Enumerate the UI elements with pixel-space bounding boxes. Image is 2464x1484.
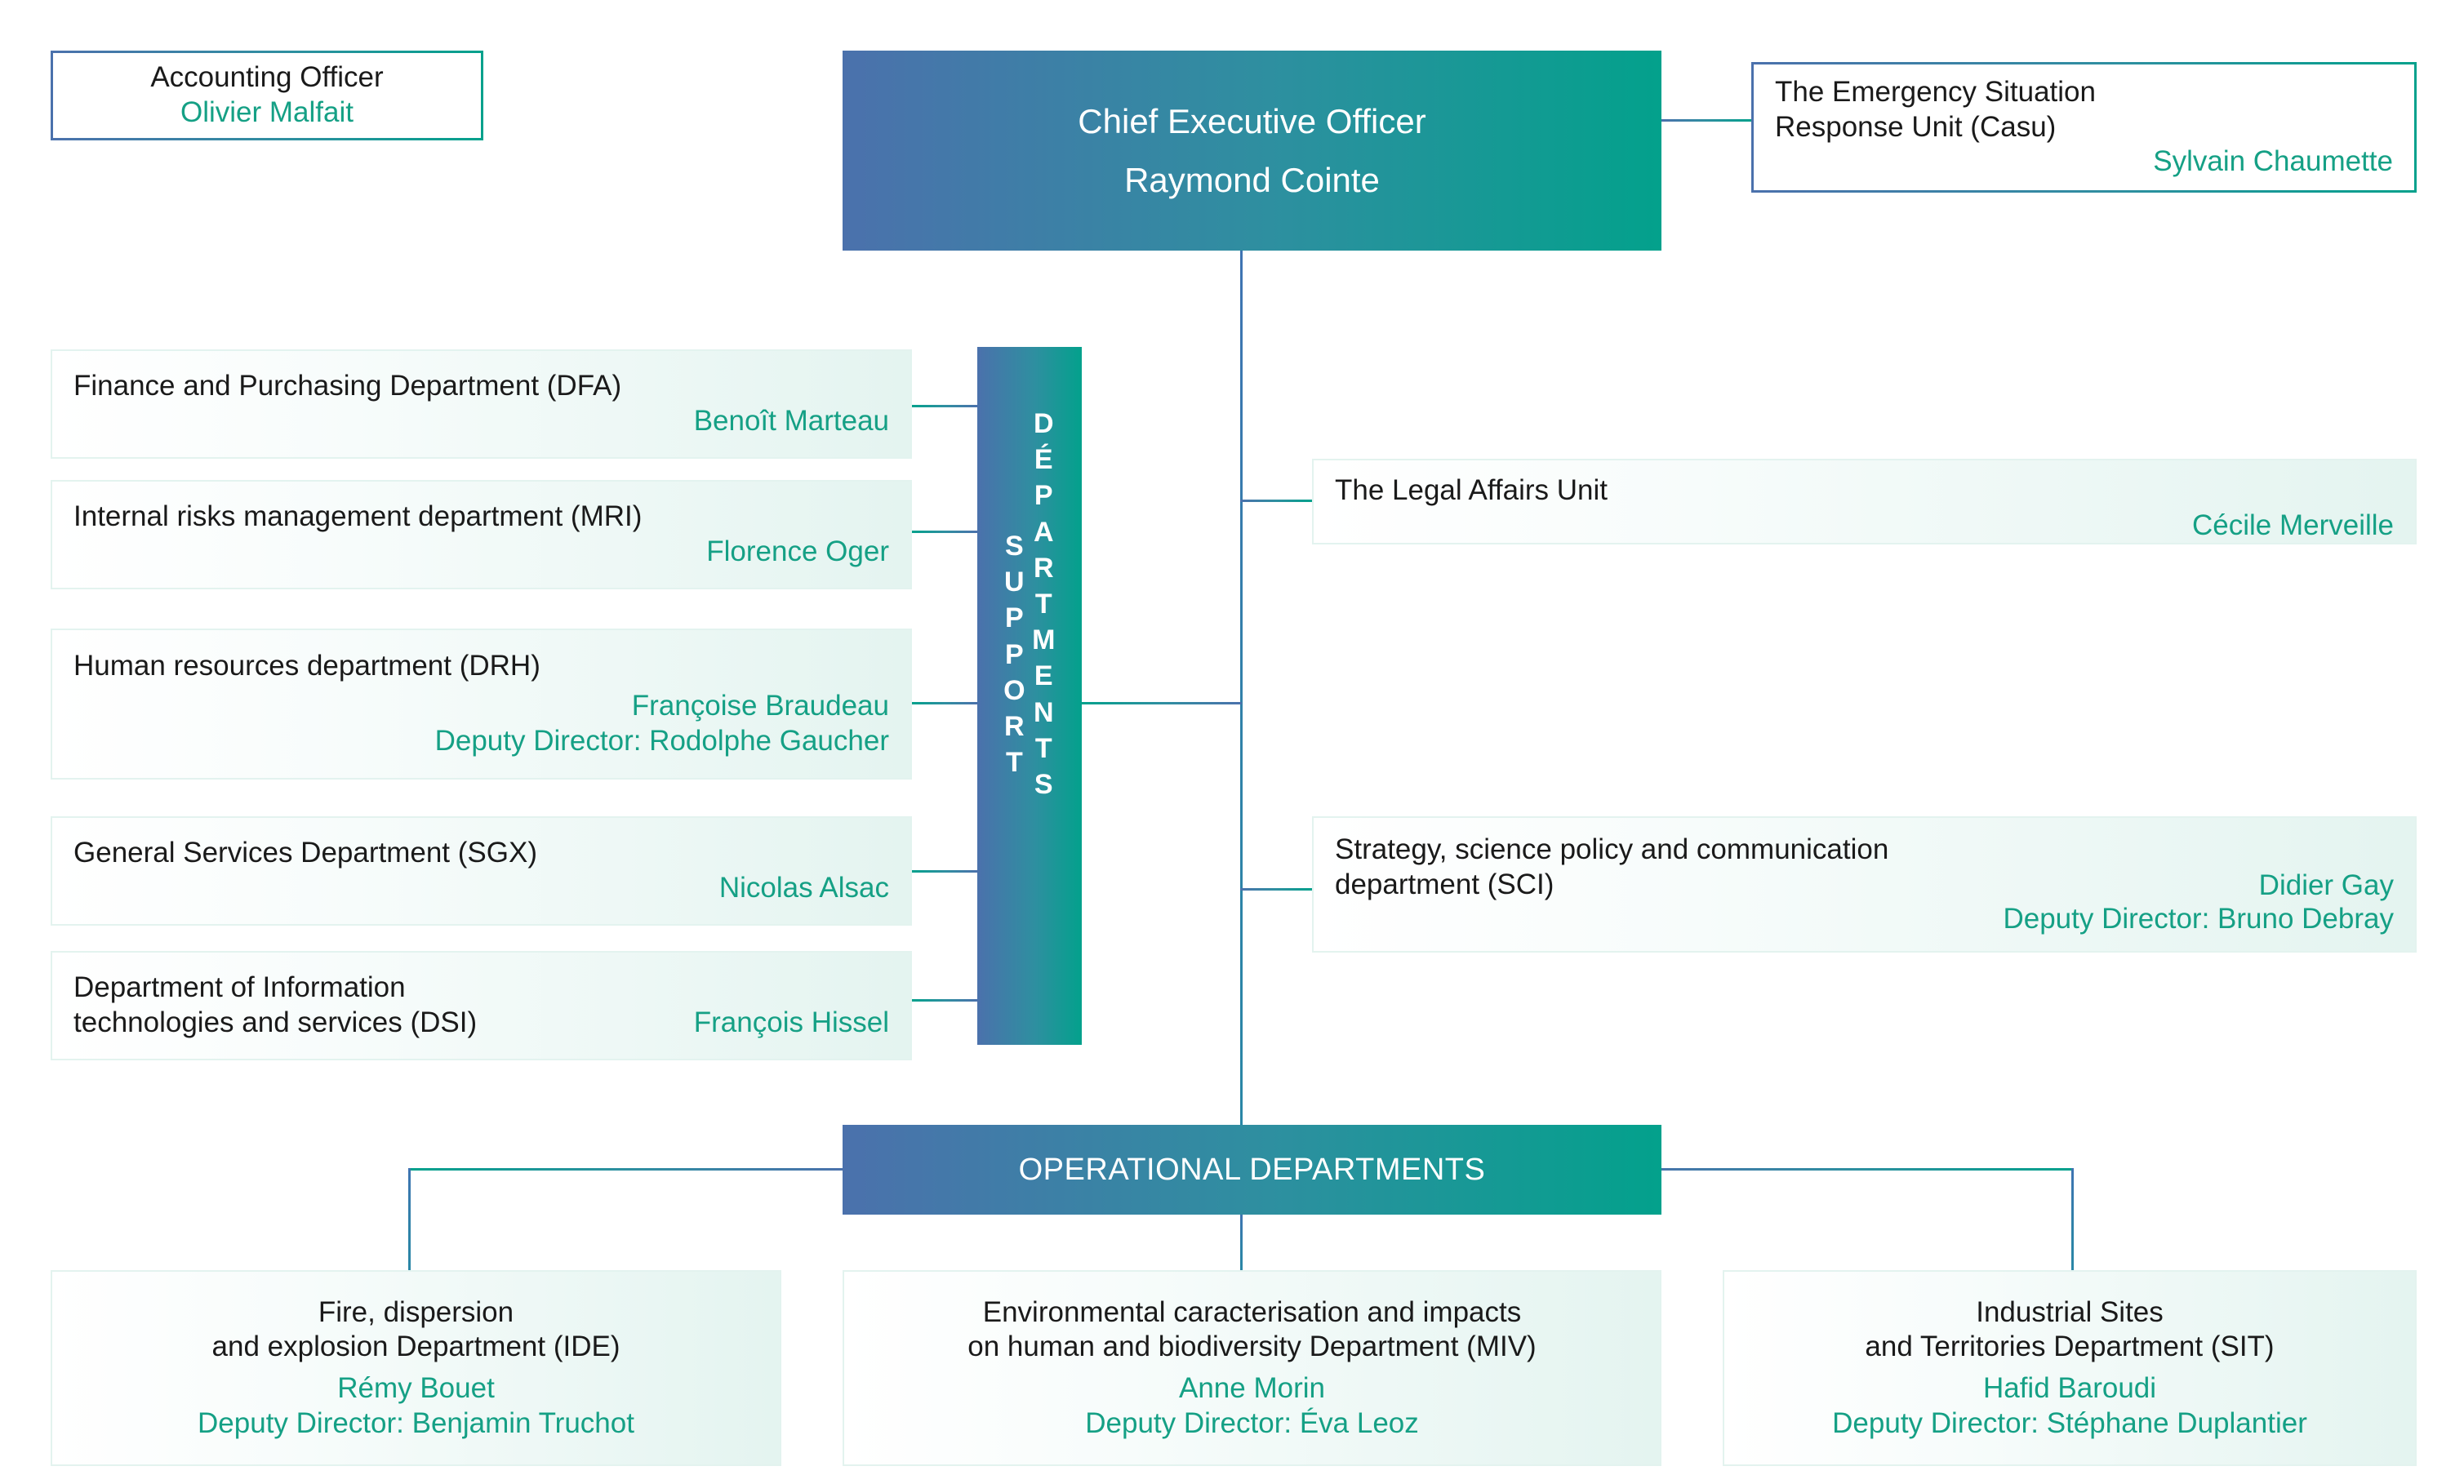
connector-banner-left-drop <box>408 1168 411 1270</box>
dept-drh-deputy: Deputy Director: Rodolphe Gaucher <box>434 724 889 757</box>
dept-dsi-title-line2: technologies and services (DSI) <box>73 1006 478 1038</box>
connector-bar-dsi <box>912 999 977 1002</box>
connector-bar-sgx <box>912 870 977 873</box>
op-dept-ide-deputy: Deputy Director: Benjamin Truchot <box>198 1406 634 1439</box>
dept-dfa-person: Benoît Marteau <box>693 405 889 437</box>
op-dept-sit-person: Hafid Baroudi <box>1982 1372 2157 1404</box>
accounting-officer-title: Accounting Officer <box>150 61 384 94</box>
connector-trunk-legal <box>1240 500 1312 502</box>
dept-sci-title-line1: Strategy, science policy and communicati… <box>1335 833 1889 865</box>
dept-sgx-person: Nicolas Alsac <box>718 872 889 904</box>
dept-box-sgx[interactable]: General Services Department (SGX) Nicola… <box>51 816 912 926</box>
connector-ceo-casu <box>1661 119 1751 122</box>
dept-dsi-person: François Hissel <box>693 1006 889 1038</box>
op-dept-ide-title-line2: and explosion Department (IDE) <box>211 1331 620 1363</box>
op-dept-ide-title-line1: Fire, dispersion <box>318 1295 514 1328</box>
dept-dsi-title-line1: Department of Information <box>73 971 406 1003</box>
dept-sci-person: Didier Gay <box>2258 869 2394 901</box>
dept-legal-person: Cécile Merveille <box>2191 509 2394 541</box>
dept-dfa-title: Finance and Purchasing Department (DFA) <box>73 370 622 402</box>
ceo-title: Chief Executive Officer <box>1078 101 1426 140</box>
connector-bar-mri <box>912 531 977 533</box>
connector-bar-dfa <box>912 405 977 407</box>
dept-legal-title: The Legal Affairs Unit <box>1335 474 1608 506</box>
dept-sci-deputy: Deputy Director: Bruno Debray <box>2003 903 2394 935</box>
op-dept-sit-title-line2: and Territories Department (SIT) <box>1865 1331 2275 1363</box>
connector-banner-center-drop <box>1240 1214 1243 1270</box>
operational-banner-label: OPERATIONAL DEPARTMENTS <box>1018 1152 1486 1187</box>
connector-banner-left <box>408 1168 847 1171</box>
op-dept-miv-title-line1: Environmental caracterisation and impact… <box>982 1295 1522 1328</box>
ceo-person: Raymond Cointe <box>1124 160 1380 199</box>
ceo-box[interactable]: Chief Executive Officer Raymond Cointe <box>843 51 1661 251</box>
op-dept-ide-person: Rémy Bouet <box>337 1372 495 1404</box>
casu-person: Sylvain Chaumette <box>2153 145 2393 178</box>
op-dept-miv-person: Anne Morin <box>1179 1372 1325 1404</box>
op-dept-box-miv[interactable]: Environmental caracterisation and impact… <box>843 1270 1661 1466</box>
op-dept-box-sit[interactable]: Industrial Sites and Territories Departm… <box>1723 1270 2417 1466</box>
casu-title-line2: Response Unit (Casu) <box>1775 110 2057 143</box>
dept-sgx-title: General Services Department (SGX) <box>73 837 537 869</box>
connector-banner-right <box>1635 1168 2074 1171</box>
casu-box[interactable]: The Emergency Situation Response Unit (C… <box>1751 62 2417 193</box>
accounting-officer-box[interactable]: Accounting Officer Olivier Malfait <box>51 51 483 140</box>
dept-box-dsi[interactable]: Department of Information technologies a… <box>51 951 912 1060</box>
dept-box-dfa[interactable]: Finance and Purchasing Department (DFA) … <box>51 349 912 459</box>
dept-box-mri[interactable]: Internal risks management department (MR… <box>51 480 912 589</box>
casu-title-line1: The Emergency Situation <box>1775 75 2096 108</box>
dept-mri-title: Internal risks management department (MR… <box>73 500 643 533</box>
dept-sci-title-line2: department (SCI) <box>1335 868 1554 900</box>
op-dept-sit-deputy: Deputy Director: Stéphane Duplantier <box>1832 1406 2307 1439</box>
dept-box-drh[interactable]: Human resources department (DRH) Françoi… <box>51 629 912 780</box>
connector-ceo-trunk <box>1240 250 1243 1125</box>
connector-trunk-support-bar <box>1082 702 1242 704</box>
connector-banner-right-drop <box>2071 1168 2074 1270</box>
dept-drh-person: Françoise Braudeau <box>631 690 889 722</box>
connector-bar-drh <box>912 702 977 704</box>
dept-box-legal[interactable]: The Legal Affairs Unit Cécile Merveille <box>1312 459 2417 544</box>
op-dept-sit-title-line1: Industrial Sites <box>1976 1295 2164 1328</box>
accounting-officer-person: Olivier Malfait <box>180 96 354 128</box>
dept-mri-person: Florence Oger <box>706 535 889 567</box>
op-dept-miv-title-line2: on human and biodiversity Department (MI… <box>967 1331 1537 1363</box>
dept-drh-title: Human resources department (DRH) <box>73 650 540 682</box>
op-dept-miv-deputy: Deputy Director: Éva Leoz <box>1085 1406 1419 1439</box>
op-dept-box-ide[interactable]: Fire, dispersion and explosion Departmen… <box>51 1270 781 1466</box>
dept-box-sci[interactable]: Strategy, science policy and communicati… <box>1312 816 2417 953</box>
connector-trunk-sci <box>1240 888 1312 891</box>
operational-departments-banner[interactable]: OPERATIONAL DEPARTMENTS <box>843 1125 1661 1215</box>
